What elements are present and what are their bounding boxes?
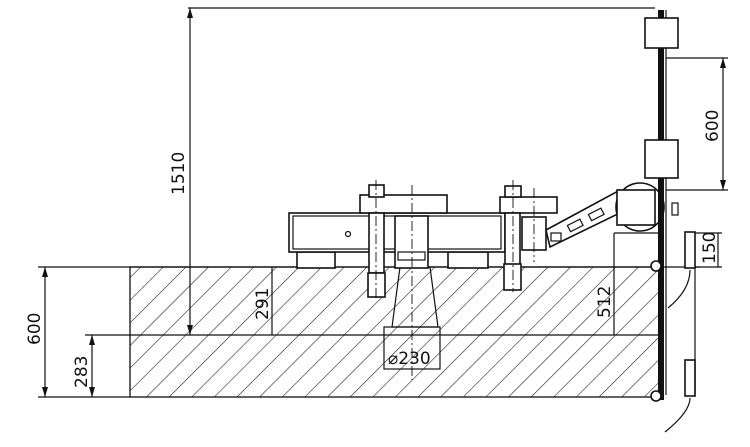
machine-base (288, 180, 558, 300)
dim-label-600-left: 600 (25, 313, 45, 345)
dim-label-283: 283 (72, 356, 92, 388)
dim-label-512: 512 (595, 286, 615, 318)
dim-label-150: 150 (700, 232, 720, 264)
dim-label-1510: 1510 (169, 152, 189, 195)
vertical-mast (644, 10, 696, 433)
dim-label-291: 291 (253, 288, 273, 320)
dimension-291: 291 (253, 267, 273, 335)
dim-label-diameter-230: ⌀230 (388, 349, 431, 369)
dimension-600-left: 600 (25, 267, 130, 398)
dimension-512: 512 (595, 232, 660, 335)
dimension-600-right: 600 (666, 57, 728, 191)
dim-label-600-right: 600 (703, 110, 723, 142)
dimension-150: 150 (695, 232, 722, 268)
dimension-283: 283 (72, 334, 130, 397)
robot-arm (545, 182, 679, 249)
dimension-1510: 1510 (169, 7, 655, 335)
foundation-section (38, 240, 700, 398)
